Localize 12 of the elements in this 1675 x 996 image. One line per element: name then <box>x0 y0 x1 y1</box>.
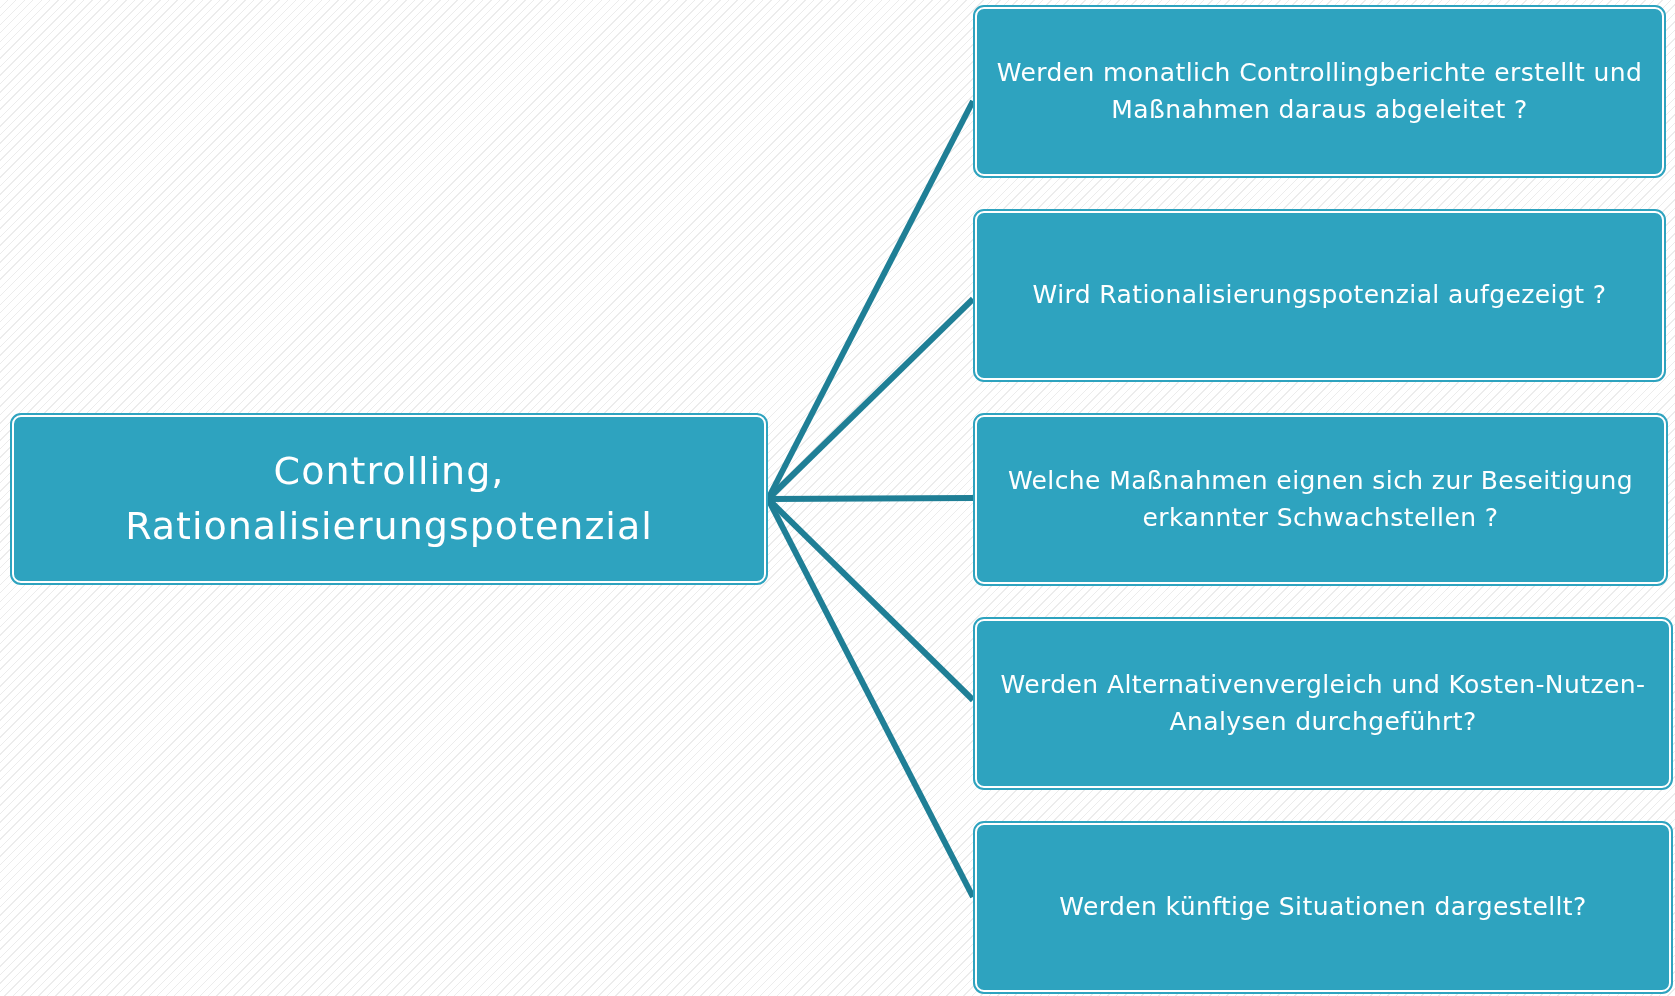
box-text: Welche Maßnahmen eignen sich zur Beseitigung erkannter Schwachstellen ? <box>1006 465 1635 534</box>
question-box <box>975 415 1666 584</box>
box-text: Werden Alternativenvergleich und Kosten-Nutzen-Analysen durchgeführt? <box>999 669 1647 738</box>
topic-box <box>12 415 766 583</box>
question-box <box>975 619 1671 788</box>
question-box <box>975 211 1664 380</box>
box-text: Wird Rationalisierungspotenzial aufgezeigt ? <box>1032 279 1607 312</box>
box-text: Controlling, Rationalisierungspotenzial <box>124 447 654 550</box>
box-text: Werden monatlich Controllingberichte erstellt und Maßnahmen daraus abgeleitet ? <box>995 57 1644 126</box>
box-text: Werden künftige Situationen dargestellt? <box>1059 891 1587 924</box>
question-box <box>975 7 1664 176</box>
question-box <box>975 823 1671 992</box>
